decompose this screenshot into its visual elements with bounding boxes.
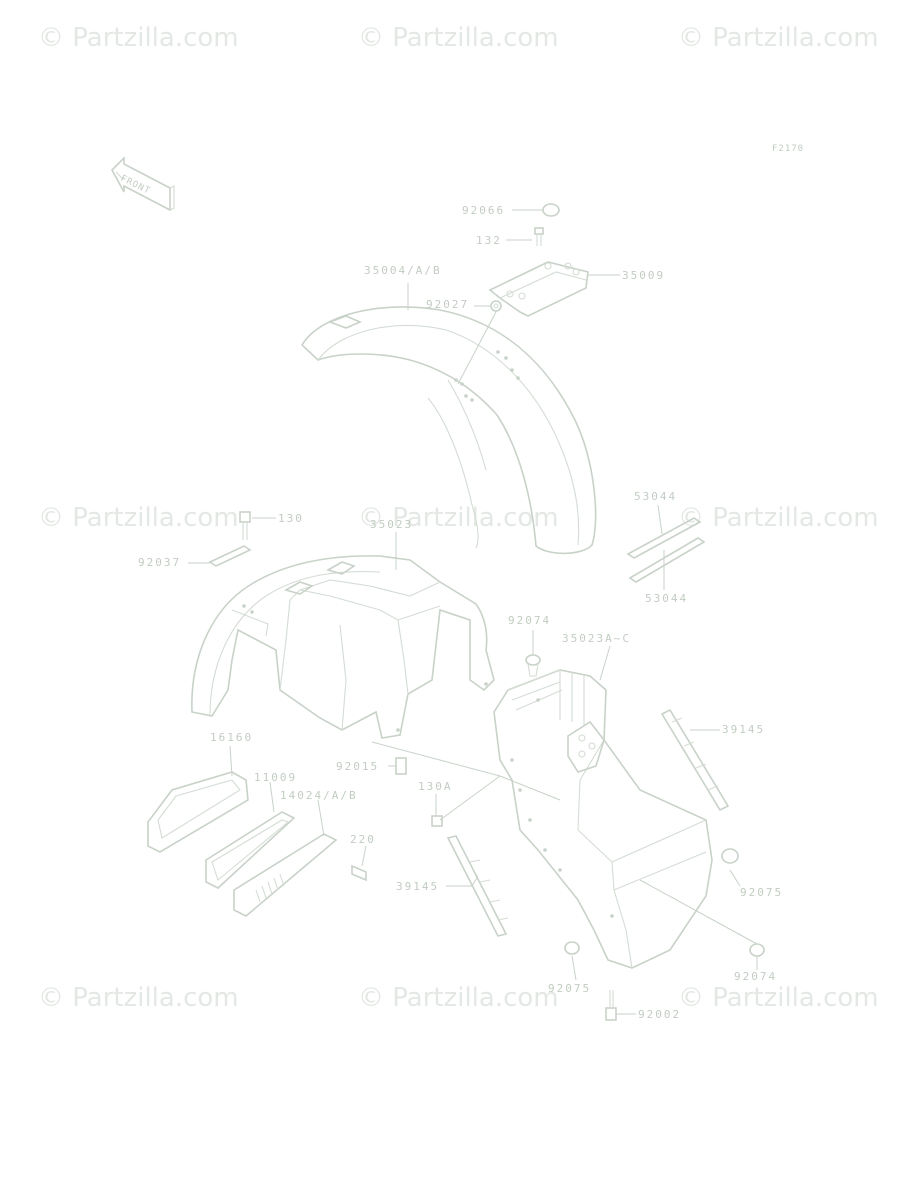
watermark-text: © Partzilla.com: [678, 983, 879, 1013]
bolt-132-icon: [534, 227, 544, 246]
part-label-220: 220: [350, 833, 376, 846]
part-label-11009: 11009: [254, 771, 297, 784]
strip-39145-left: [446, 835, 509, 937]
part-label-14024: 14024/A/B: [280, 789, 358, 802]
watermark-text: © Partzilla.com: [358, 23, 559, 53]
part-label-92075-bottom: 92075: [548, 982, 591, 995]
part-label-92074-bottom: 92074: [734, 970, 777, 983]
grommet-92075-bottom-icon: [564, 941, 580, 955]
part-label-132: 132: [476, 234, 502, 247]
strip-39145-right: [660, 708, 730, 812]
part-label-53044-lower: 53044: [645, 592, 688, 605]
plate-92037-icon: [208, 545, 252, 567]
tail-light-housing: [147, 771, 249, 853]
watermark-text: © Partzilla.com: [678, 503, 879, 533]
washer-92027-icon: [490, 300, 502, 312]
bolt-130-icon: [239, 511, 251, 540]
part-label-35009: 35009: [622, 269, 665, 282]
watermark-text: © Partzilla.com: [38, 23, 239, 53]
watermark-text: © Partzilla.com: [358, 503, 559, 533]
part-label-92027: 92027: [426, 298, 469, 311]
grommet-92075-right-icon: [721, 848, 739, 864]
tail-light-lens: [233, 833, 338, 917]
part-label-16160: 16160: [210, 731, 253, 744]
leader-lines: [188, 209, 758, 1015]
figure-code: F2170: [772, 144, 804, 154]
part-label-35023: 35023: [370, 518, 413, 531]
part-label-130: 130: [278, 512, 304, 525]
bolt-130a-icon: [431, 815, 443, 827]
part-label-92002: 92002: [638, 1008, 681, 1021]
part-label-53044-upper: 53044: [634, 490, 677, 503]
part-label-92066: 92066: [462, 204, 505, 217]
screw-220-icon: [351, 864, 367, 882]
grommet-92074-bottom-icon: [749, 943, 765, 957]
part-labels: 92066 132 35004/A/B 35009 92027 130 3502…: [138, 204, 783, 1021]
watermark-text: © Partzilla.com: [38, 503, 239, 533]
part-label-92075-right: 92075: [740, 886, 783, 899]
part-label-130a: 130A: [418, 780, 453, 793]
part-label-35004: 35004/A/B: [364, 264, 442, 277]
watermarks: © Partzilla.com © Partzilla.com © Partzi…: [38, 23, 879, 1013]
part-label-92037: 92037: [138, 556, 181, 569]
part-label-92015: 92015: [336, 760, 379, 773]
rear-fender: [191, 555, 495, 739]
bolt-92002-icon: [605, 990, 617, 1021]
watermark-text: © Partzilla.com: [678, 23, 879, 53]
rear-fender-inner: [493, 669, 713, 969]
part-label-35023a: 35023A~C: [562, 632, 631, 645]
watermark-text: © Partzilla.com: [38, 983, 239, 1013]
clip-92015-icon: [395, 757, 407, 775]
part-label-39145-right: 39145: [722, 723, 765, 736]
trim-strip-upper: [626, 517, 702, 559]
front-fender: [300, 306, 597, 555]
fender-bracket: [488, 261, 589, 317]
trim-strip-lower: [628, 537, 706, 583]
cap-92066-icon: [542, 203, 560, 217]
part-label-39145-left: 39145: [396, 880, 439, 893]
tail-light-gasket: [205, 811, 296, 889]
watermark-text: © Partzilla.com: [358, 983, 559, 1013]
grommet-92074-top-icon: [525, 654, 541, 677]
front-arrow-icon: FRONT: [111, 156, 175, 212]
part-label-92074-top: 92074: [508, 614, 551, 627]
